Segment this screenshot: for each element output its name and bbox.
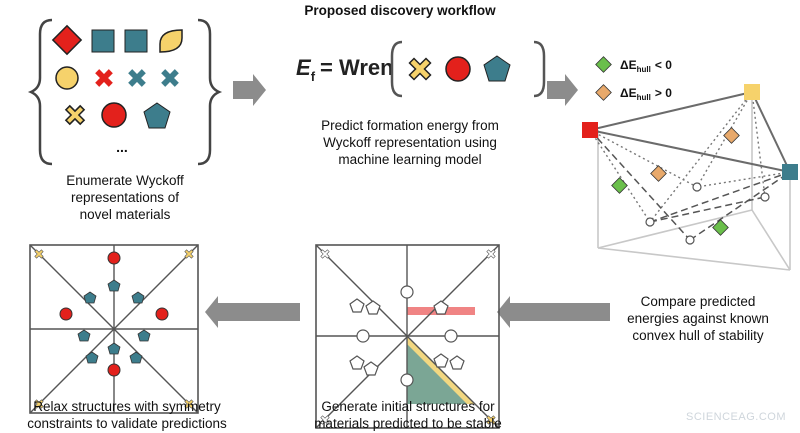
cross-icon — [408, 57, 432, 81]
legend-item-0-cmp: < 0 — [655, 58, 672, 72]
hull-point — [692, 182, 702, 192]
step1-caption-line: representations of — [70, 190, 180, 205]
pentagon-icon — [483, 55, 511, 82]
legend-item-0-label: ΔE — [620, 58, 637, 72]
vertex-teal-square-icon — [782, 164, 798, 180]
unstable-diamond-icon — [650, 165, 667, 182]
relaxed-grid-icon — [29, 244, 199, 414]
legend-green-diamond-icon — [595, 56, 612, 73]
step2-caption-line: Predict formation energy from — [321, 118, 499, 133]
cross-icon — [65, 105, 85, 125]
step1-caption-line: novel materials — [79, 207, 171, 222]
vertex-red-square-icon — [582, 122, 598, 138]
paren-left-icon — [390, 40, 403, 98]
step4-caption-line: Generate initial structures for — [321, 399, 495, 414]
step4-caption: Generate initial structures for material… — [280, 398, 536, 432]
step4-caption-line: materials predicted to be stable — [314, 416, 502, 431]
svg-text:ΔEhull< 0: ΔEhull < 0 — [620, 58, 672, 74]
cross-icon — [128, 68, 146, 88]
svg-text:Ef= Wren: Ef = Wren — [296, 55, 394, 84]
stable-diamond-icon — [712, 219, 729, 236]
unstable-diamond-icon — [723, 127, 740, 144]
step3-caption: Compare predicted energies against known… — [600, 293, 796, 344]
legend-item-1-cmp: > 0 — [655, 86, 672, 100]
step5-caption: Relax structures with symmetry constrain… — [2, 398, 252, 432]
equation-rhs: = Wren — [320, 55, 394, 80]
pentagon-icon — [143, 102, 171, 129]
step3-caption-line: Compare predicted — [640, 294, 756, 309]
circle-icon — [101, 102, 127, 128]
square-icon — [91, 29, 115, 53]
hull-point — [685, 235, 695, 245]
hull-point — [760, 192, 770, 202]
step3-caption-line: energies against known — [627, 311, 769, 326]
step1-caption-line: Enumerate Wyckoff — [66, 173, 184, 188]
right-brace-icon — [197, 18, 223, 166]
square-icon — [124, 29, 148, 53]
circle-icon — [445, 56, 471, 82]
circle-icon — [55, 66, 79, 90]
svg-text:ΔEhull> 0: ΔEhull > 0 — [620, 86, 672, 102]
cross-icon — [161, 68, 179, 88]
legend-item-1-label: ΔE — [620, 86, 637, 100]
watermark: SCIENCEAG.COM — [685, 411, 786, 423]
arrow-left-icon — [205, 296, 300, 328]
diagram-title: Proposed discovery workflow — [304, 3, 496, 18]
equation-variable: E — [296, 55, 312, 80]
arrow-right-icon — [233, 74, 266, 106]
wyckoff-grid-icon — [315, 244, 500, 429]
hull-legend: ΔEhull< 0 ΔEhull> 0 — [595, 56, 672, 102]
cross-icon — [94, 68, 114, 88]
legend-item-0-sub: hull — [637, 65, 651, 74]
set-ellipsis: ... — [116, 139, 128, 155]
equation-subscript: f — [311, 69, 316, 84]
diamond-icon — [51, 24, 83, 56]
legend-orange-diamond-icon — [595, 84, 612, 101]
step5-caption-line: Relax structures with symmetry — [33, 399, 221, 414]
vertex-yellow-square-icon — [744, 84, 760, 100]
left-brace-icon — [27, 18, 53, 166]
legend-item-1-sub: hull — [637, 93, 651, 102]
step3-caption-line: convex hull of stability — [632, 328, 764, 343]
wyckoff-set: ... — [27, 18, 223, 166]
leaf-icon — [159, 29, 183, 53]
stable-diamond-icon — [611, 177, 628, 194]
wren-equation: Ef = Wren — [296, 40, 546, 98]
step2-caption-line: machine learning model — [338, 152, 482, 167]
arrow-right-icon — [547, 74, 578, 106]
step1-caption: Enumerate Wyckoff representations of nov… — [35, 172, 215, 223]
arrow-left-icon — [497, 296, 610, 328]
paren-right-icon — [533, 40, 546, 98]
step5-caption-line: constraints to validate predictions — [27, 416, 227, 431]
step2-caption-line: Wyckoff representation using — [323, 135, 497, 150]
hull-point — [645, 217, 655, 227]
convex-hull-icon — [582, 84, 798, 271]
step2-caption: Predict formation energy from Wyckoff re… — [280, 117, 540, 168]
